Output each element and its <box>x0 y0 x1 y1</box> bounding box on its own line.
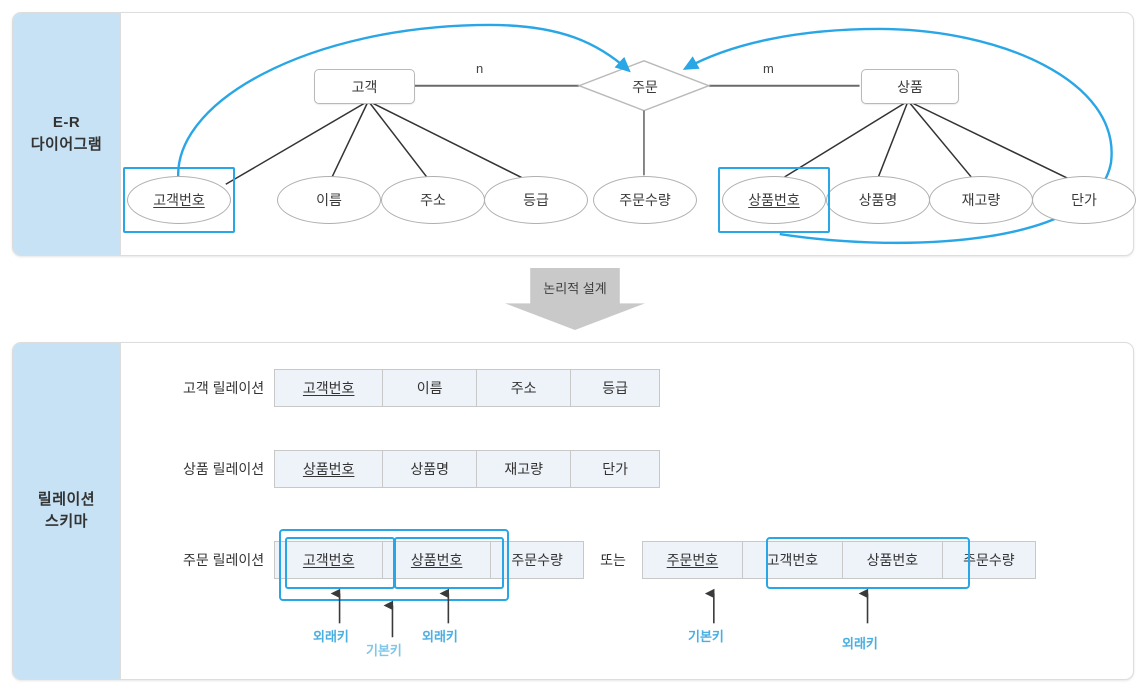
er-relationship-order-label: 주문 <box>632 78 658 95</box>
er-attribute-order-qty[interactable]: 주문수량 <box>593 176 697 224</box>
er-attribute-customer-name-label: 이름 <box>316 192 342 208</box>
er-attribute-product-name[interactable]: 상품명 <box>826 176 930 224</box>
order-a-annotation-foreign-key-right: 외래키 <box>422 629 458 644</box>
relation-cell-order-a-qty[interactable]: 주문수량 <box>491 542 584 578</box>
order-a-foreign-key-highlight-product-no <box>394 537 504 589</box>
er-entity-product-label: 상품 <box>897 78 923 95</box>
relation-cell-order-b-product-no[interactable]: 상품번호 <box>842 542 943 578</box>
er-key-highlight-product-no <box>718 167 830 233</box>
er-attribute-product-name-label: 상품명 <box>858 192 898 208</box>
relation-cell-customer-no-label: 고객번호 <box>302 380 355 396</box>
er-attribute-customer-no[interactable]: 고객번호 <box>127 176 231 224</box>
logical-design-arrow: 논리적 설계 <box>505 268 645 330</box>
order-b-annotation-foreign-key: 외래키 <box>842 636 878 651</box>
er-cardinality-n: n <box>476 61 484 76</box>
relation-table-order-variant-a: 고객번호 상품번호 주문수량 <box>274 541 585 579</box>
order-a-primary-key-highlight <box>279 529 509 601</box>
relation-cell-product-stock[interactable]: 재고량 <box>477 451 572 487</box>
er-attribute-customer-grade-label: 등급 <box>523 192 549 208</box>
relation-cell-order-b-customer-no-label: 고객번호 <box>766 552 819 568</box>
er-attribute-customer-name[interactable]: 이름 <box>277 176 381 224</box>
order-b-foreign-key-highlight <box>766 537 970 589</box>
relation-cell-customer-grade[interactable]: 등급 <box>571 370 660 406</box>
er-entity-product[interactable]: 상품 <box>861 69 959 104</box>
relation-table-order-variant-b: 주문번호 고객번호 상품번호 주문수량 <box>641 541 1036 579</box>
relation-cell-customer-no[interactable]: 고객번호 <box>275 370 384 406</box>
relation-cell-product-price[interactable]: 단가 <box>571 451 660 487</box>
er-attribute-product-price[interactable]: 단가 <box>1032 176 1136 224</box>
relation-cell-product-no[interactable]: 상품번호 <box>275 451 384 487</box>
relation-schema-panel: 릴레이션 스키마 고객 릴레이션 고객번호 이름 주소 등급 <box>12 342 1134 680</box>
relation-cell-order-a-qty-label: 주문수량 <box>511 552 563 568</box>
relation-table-customer: 고객번호 이름 주소 등급 <box>274 369 661 407</box>
order-a-annotation-primary-key: 기본키 <box>366 643 402 658</box>
er-attribute-product-price-label: 단가 <box>1071 192 1097 208</box>
logical-design-arrow-label: 논리적 설계 <box>543 281 607 296</box>
relation-or-separator: 또는 <box>600 552 626 568</box>
er-attribute-customer-no-label: 고객번호 <box>153 192 205 208</box>
relation-cell-product-name-label: 상품명 <box>410 461 449 477</box>
order-a-annotation-foreign-key-left: 외래키 <box>313 629 349 644</box>
er-attribute-product-no-label: 상품번호 <box>748 192 800 208</box>
relation-row-product: 상품 릴레이션 상품번호 상품명 재고량 단가 <box>183 450 661 488</box>
er-relationship-order[interactable]: 주문 <box>600 70 690 103</box>
relation-name-order: 주문 릴레이션 <box>183 552 265 568</box>
relation-cell-order-a-customer-no[interactable]: 고객번호 <box>275 542 384 578</box>
relation-cell-customer-name-label: 이름 <box>416 380 443 396</box>
er-diagram-canvas: 고객 상품 주문 n m 고객번호 이름 주소 등급 주문수량 상품 <box>121 13 1136 255</box>
relation-cell-order-b-customer-no[interactable]: 고객번호 <box>742 542 843 578</box>
relation-label-line2: 스키마 <box>45 513 88 530</box>
relation-cell-order-b-qty[interactable]: 주문수량 <box>942 542 1035 578</box>
relation-cell-customer-address[interactable]: 주소 <box>477 370 572 406</box>
relation-cell-product-no-label: 상품번호 <box>302 461 355 477</box>
er-key-highlight-customer-no <box>123 167 235 233</box>
relation-cell-customer-address-label: 주소 <box>510 380 537 396</box>
er-attribute-product-no[interactable]: 상품번호 <box>722 176 826 224</box>
er-attribute-product-stock[interactable]: 재고량 <box>929 176 1033 224</box>
relation-row-customer: 고객 릴레이션 고객번호 이름 주소 등급 <box>183 369 661 407</box>
er-entity-customer[interactable]: 고객 <box>314 69 415 104</box>
er-attribute-customer-grade[interactable]: 등급 <box>484 176 588 224</box>
relation-label-line1: 릴레이션 <box>37 491 96 509</box>
relation-cell-product-stock-label: 재고량 <box>504 461 543 477</box>
er-cardinality-m: m <box>763 61 774 76</box>
relation-cell-order-b-qty-label: 주문수량 <box>963 552 1015 568</box>
er-entity-customer-label: 고객 <box>351 78 378 95</box>
er-label-line2: 다이어그램 <box>30 136 103 153</box>
relation-cell-order-b-order-no[interactable]: 주문번호 <box>642 542 743 578</box>
relation-cell-order-b-order-no-label: 주문번호 <box>666 552 719 568</box>
relation-cell-product-name[interactable]: 상품명 <box>383 451 478 487</box>
relation-name-customer: 고객 릴레이션 <box>183 380 265 396</box>
er-attribute-customer-address[interactable]: 주소 <box>381 176 485 224</box>
er-attribute-customer-address-label: 주소 <box>420 192 446 208</box>
relation-cell-order-a-product-no[interactable]: 상품번호 <box>383 542 492 578</box>
er-diagram-section-label: E-R 다이어그램 <box>13 13 121 255</box>
relation-cell-order-a-customer-no-label: 고객번호 <box>302 552 355 568</box>
relation-table-product: 상품번호 상품명 재고량 단가 <box>274 450 661 488</box>
relation-cell-order-b-product-no-label: 상품번호 <box>866 552 919 568</box>
relation-cell-customer-name[interactable]: 이름 <box>383 370 478 406</box>
relation-schema-section-label: 릴레이션 스키마 <box>13 343 121 679</box>
relation-cell-product-price-label: 단가 <box>602 461 629 477</box>
er-diagram-panel: E-R 다이어그램 <box>12 12 1136 256</box>
er-attribute-order-qty-label: 주문수량 <box>619 192 671 208</box>
relation-row-order: 주문 릴레이션 고객번호 상품번호 주문수량 또는 주문번호 <box>183 541 1036 579</box>
relation-cell-order-a-product-no-label: 상품번호 <box>410 552 463 568</box>
relation-cell-customer-grade-label: 등급 <box>602 380 629 396</box>
order-b-annotation-primary-key: 기본키 <box>688 629 724 644</box>
relation-schema-canvas: 고객 릴레이션 고객번호 이름 주소 등급 상품 릴레이션 <box>121 343 1133 679</box>
er-label-line1: E-R <box>52 114 81 132</box>
relation-name-product: 상품 릴레이션 <box>183 461 265 477</box>
er-attribute-product-stock-label: 재고량 <box>961 192 1001 208</box>
order-a-foreign-key-highlight-customer-no <box>285 537 395 589</box>
